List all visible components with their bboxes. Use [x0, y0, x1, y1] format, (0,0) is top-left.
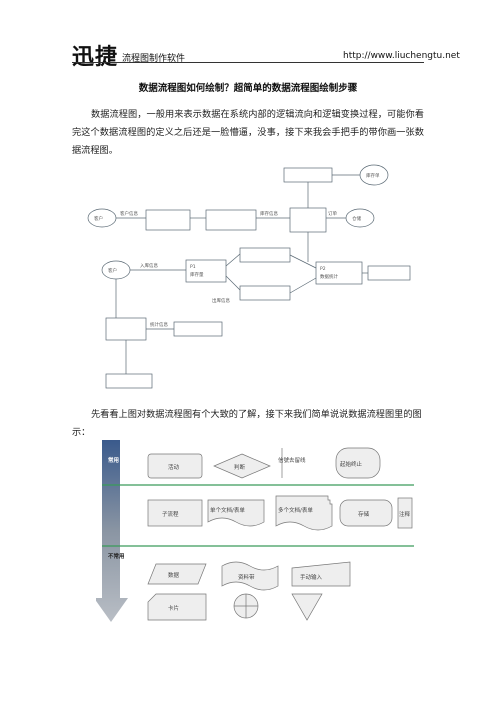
brand-subtitle: 流程图制作软件	[122, 54, 186, 64]
legend-intro-paragraph: 先看看上图对数据流程图有个大致的了解，接下来我们简单说说数据流程图里的图示：	[72, 409, 422, 438]
legend-data-shape	[147, 563, 207, 585]
document-title: 数据流程图如何绘制？超简单的数据流程图绘制步骤	[138, 83, 358, 94]
legend-terminal-label: 起始终止	[340, 460, 363, 468]
diagram-store-4	[173, 321, 223, 337]
diagram-entity-d-label: 仓储	[352, 215, 361, 222]
site-url[interactable]: http://www.liuchengtu.net	[343, 51, 460, 61]
diagram-entity-right	[345, 208, 375, 228]
diagram-process-6	[105, 317, 147, 341]
legend-terminal-shape	[335, 447, 381, 479]
legend-card-shape	[147, 593, 207, 621]
legend-document-label: 单个文档/表单	[210, 506, 245, 514]
legend-subprocess-shape	[147, 499, 203, 527]
symbol-legend-diagram: 常用 不常用 活动 判断 信號去留线 起始终止 子流程 单个文档/表单 多个文档…	[96, 440, 414, 622]
legend-multidoc-label: 多个文档/表单	[278, 506, 313, 514]
diagram-flow-label-4: 入库信息	[140, 262, 158, 269]
diagram-store-5	[105, 373, 153, 389]
diagram-process-3	[289, 207, 327, 233]
diagram-entity-a-label: 客户	[108, 267, 117, 274]
diagram-flow-label-1: 客户信息	[120, 210, 138, 217]
diagram-store-a-id: P2	[320, 266, 326, 272]
brand-logo-text: 迅捷	[72, 45, 119, 70]
intro-paragraph: 数据流程图，一般用来表示数据在系统内部的逻辑流向和逻辑变换过程，可能你看完这个数…	[72, 109, 424, 156]
legend-arrow-shape	[96, 440, 128, 622]
header-divider	[72, 62, 424, 63]
legend-data-label: 数据	[168, 571, 180, 579]
data-flow-diagram: 客户 客户 库存单 仓储 P2 数据统计 P1 库存量 客户信息 库存信息 订单…	[87, 164, 411, 389]
legend-common-label: 常用	[108, 456, 119, 464]
diagram-process-2	[205, 209, 257, 231]
diagram-store-b-label: 库存量	[190, 271, 204, 278]
diagram-entity-c-label: 库存单	[366, 172, 380, 179]
legend-flowline-label: 信號去留线	[278, 456, 306, 464]
legend-uncommon-label: 不常用	[108, 552, 125, 560]
legend-activity-shape	[147, 453, 203, 479]
legend-tape-shape	[221, 561, 279, 591]
diagram-flow-label-5: 出库信息	[212, 297, 230, 304]
legend-card-label: 卡片	[168, 604, 179, 612]
diagram-process-5	[315, 261, 363, 285]
legend-document-shape	[207, 499, 265, 527]
legend-decision-label: 判断	[234, 463, 246, 471]
diagram-store-3	[367, 265, 411, 281]
legend-tape-label: 资料带	[238, 573, 255, 581]
diagram-process-1	[145, 209, 191, 231]
diagram-store-b-id: P1	[190, 264, 196, 270]
legend-storage-label: 存储	[358, 510, 370, 518]
diagram-process-top	[283, 167, 333, 183]
legend-manual-input-shape	[291, 561, 351, 587]
legend-decision-shape	[213, 453, 271, 479]
diagram-process-4	[185, 259, 227, 283]
legend-activity-label: 活动	[168, 463, 180, 471]
legend-subprocess-label: 子流程	[162, 510, 179, 518]
diagram-flow-label-6: 统计信息	[150, 321, 168, 328]
diagram-flow-label-2: 库存信息	[260, 210, 278, 217]
legend-storage-shape	[339, 499, 393, 527]
diagram-store-2	[239, 285, 291, 301]
diagram-entity-b-label: 客户	[94, 215, 103, 222]
diagram-store-a-label: 数据统计	[320, 273, 338, 280]
diagram-store-1	[239, 247, 291, 263]
legend-offpage-shape	[291, 593, 323, 621]
legend-annotation-shape	[397, 497, 413, 529]
legend-manual-input-label: 手动输入	[300, 573, 323, 581]
legend-multidoc-shape	[275, 495, 333, 531]
diagram-flow-label-3: 订单	[328, 210, 337, 217]
legend-annotation-label: 注释	[399, 510, 411, 518]
